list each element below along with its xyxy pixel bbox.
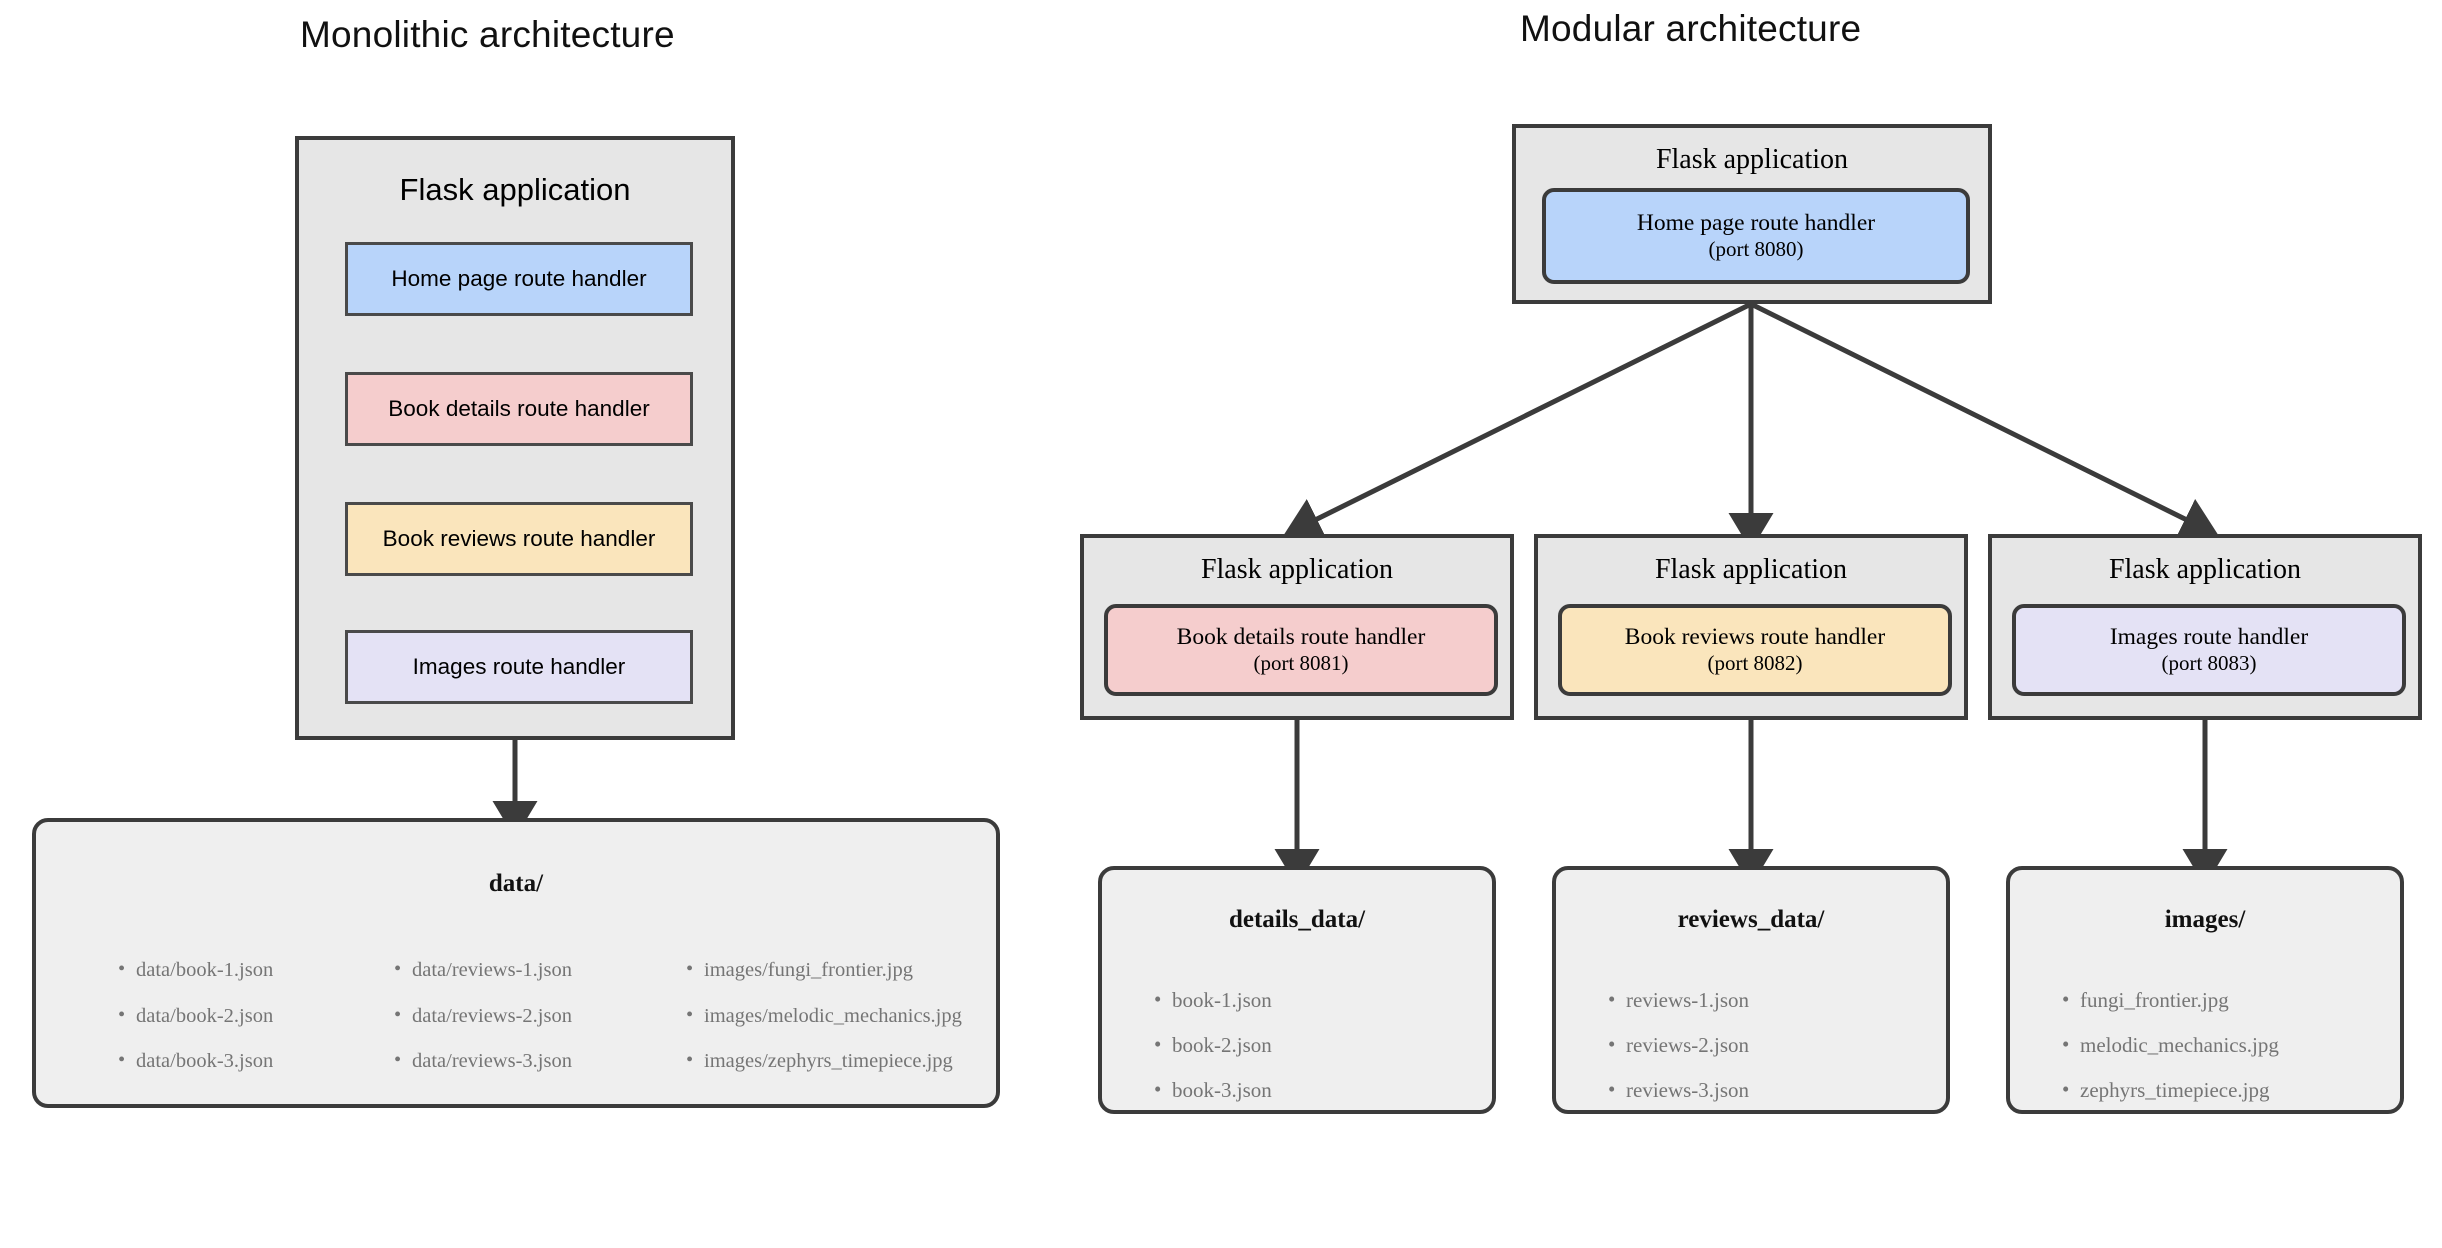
monolithic-flask-application-label: Flask application [399, 172, 631, 207]
modular-details-flask-application-box: Flask application Book details route han… [1080, 534, 1514, 720]
handler-book-reviews-route-8082[interactable]: Book reviews route handler (port 8082) [1558, 604, 1952, 696]
modular-reviews-flask-application-label: Flask application [1654, 554, 1848, 585]
monolithic-architecture-title: Monolithic architecture [300, 14, 675, 55]
list-item: images/melodic_mechanics.jpg [686, 993, 962, 1040]
handler-port: (port 8081) [1253, 651, 1349, 676]
list-item: reviews-3.json [1608, 1067, 1749, 1113]
data-file-column-reviews: data/reviews-1.json data/reviews-2.json … [394, 947, 572, 1085]
arrow-root-to-details [1283, 301, 1753, 540]
list-item: data/reviews-3.json [394, 1038, 572, 1085]
modular-images-flask-application-label: Flask application [2108, 554, 2302, 585]
handler-book-details-route[interactable]: Book details route handler [345, 372, 693, 446]
handler-book-details-route-8081[interactable]: Book details route handler (port 8081) [1104, 604, 1498, 696]
monolithic-data-folder-box: data/ data/book-1.json data/book-2.json … [32, 818, 1000, 1108]
modular-reviews-flask-application-box: Flask application Book reviews route han… [1534, 534, 1968, 720]
images-folder-title: images/ [2164, 906, 2246, 933]
reviews-data-file-list: reviews-1.json reviews-2.json reviews-3.… [1608, 977, 1749, 1113]
list-item: data/book-1.json [118, 947, 273, 994]
reviews-data-folder-box: reviews_data/ reviews-1.json reviews-2.j… [1552, 866, 1950, 1114]
modular-root-flask-application-box: Flask application Home page route handle… [1512, 124, 1992, 304]
details-data-file-list: book-1.json book-2.json book-3.json [1154, 977, 1272, 1113]
list-item: data/book-2.json [118, 993, 273, 1040]
list-item: melodic_mechanics.jpg [2062, 1022, 2279, 1068]
modular-details-flask-application-label: Flask application [1200, 554, 1394, 585]
details-data-folder-box: details_data/ book-1.json book-2.json bo… [1098, 866, 1496, 1114]
list-item: data/book-3.json [118, 1038, 273, 1085]
handler-book-reviews-route[interactable]: Book reviews route handler [345, 502, 693, 576]
handler-images-route-8083[interactable]: Images route handler (port 8083) [2012, 604, 2406, 696]
reviews-data-folder-title: reviews_data/ [1677, 906, 1825, 933]
handler-label: Home page route handler [1636, 210, 1876, 237]
list-item: fungi_frontier.jpg [2062, 977, 2279, 1023]
list-item: data/reviews-1.json [394, 947, 572, 994]
data-file-column-images: images/fungi_frontier.jpg images/melodic… [686, 947, 962, 1085]
handler-home-page-route[interactable]: Home page route handler [345, 242, 693, 316]
list-item: book-1.json [1154, 977, 1272, 1023]
handler-port: (port 8082) [1707, 651, 1803, 676]
list-item: reviews-1.json [1608, 977, 1749, 1023]
monolithic-flask-application-box: Flask application Home page route handle… [295, 136, 735, 740]
list-item: reviews-2.json [1608, 1022, 1749, 1068]
list-item: book-3.json [1154, 1067, 1272, 1113]
handler-port: (port 8080) [1708, 237, 1804, 262]
handler-label: Images route handler [2109, 624, 2309, 651]
handler-images-route[interactable]: Images route handler [345, 630, 693, 704]
images-folder-box: images/ fungi_frontier.jpg melodic_mecha… [2006, 866, 2404, 1114]
list-item: images/fungi_frontier.jpg [686, 947, 962, 994]
handler-label: Book reviews route handler [1624, 624, 1886, 651]
list-item: zephyrs_timepiece.jpg [2062, 1067, 2279, 1113]
data-file-column-books: data/book-1.json data/book-2.json data/b… [118, 947, 273, 1085]
list-item: images/zephyrs_timepiece.jpg [686, 1038, 962, 1085]
arrow-root-to-images [1749, 301, 2219, 540]
handler-label: Book details route handler [1176, 624, 1426, 651]
modular-architecture-title: Modular architecture [1520, 8, 1862, 49]
monolithic-data-folder-title: data/ [488, 870, 544, 897]
list-item: book-2.json [1154, 1022, 1272, 1068]
images-file-list: fungi_frontier.jpg melodic_mechanics.jpg… [2062, 977, 2279, 1113]
modular-images-flask-application-box: Flask application Images route handler (… [1988, 534, 2422, 720]
handler-port: (port 8083) [2161, 651, 2257, 676]
modular-root-flask-application-label: Flask application [1655, 144, 1849, 175]
handler-home-page-route-8080[interactable]: Home page route handler (port 8080) [1542, 188, 1970, 284]
details-data-folder-title: details_data/ [1228, 906, 1366, 933]
list-item: data/reviews-2.json [394, 993, 572, 1040]
